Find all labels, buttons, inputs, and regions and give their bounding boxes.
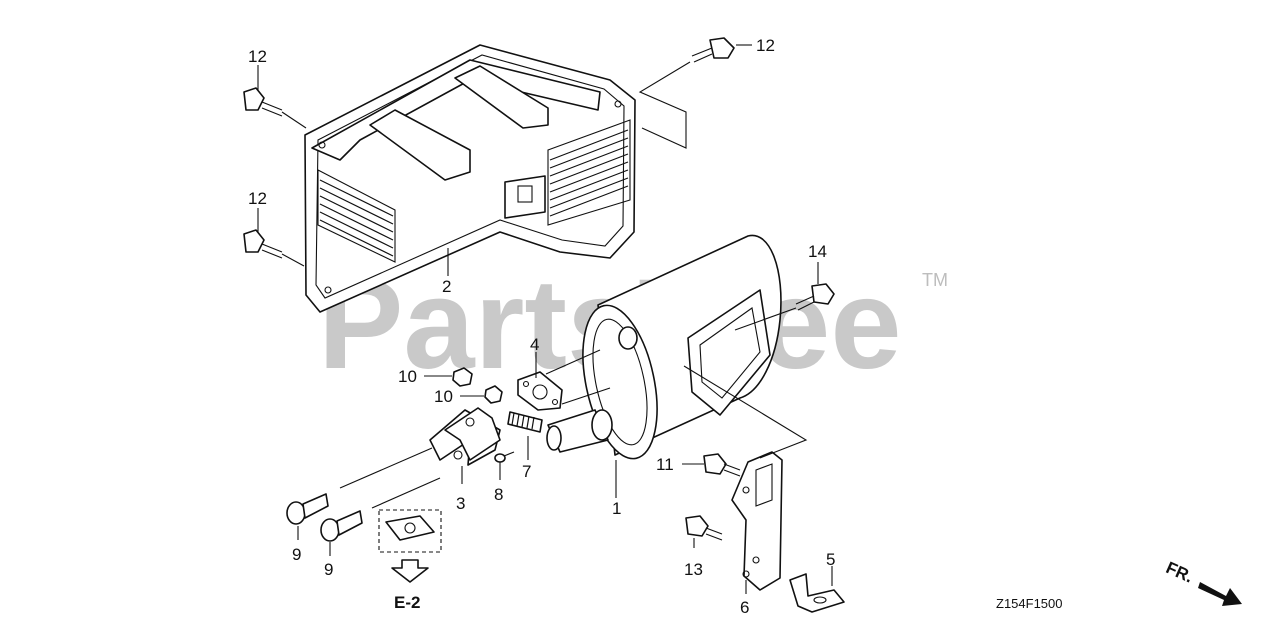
- callout-9-right: 9: [324, 560, 333, 579]
- screw-8[interactable]: [494, 451, 515, 463]
- watermark-trademark: TM: [922, 270, 948, 290]
- bolt-11[interactable]: [703, 453, 741, 477]
- reference-arrow: [391, 559, 429, 583]
- nut-10-upper[interactable]: [452, 367, 473, 387]
- callout-9-left: 9: [292, 545, 301, 564]
- callout-12-top-left: 12: [248, 47, 267, 66]
- callout-14: 14: [808, 242, 827, 261]
- callout-11: 11: [656, 455, 674, 474]
- callout-12-left: 12: [248, 189, 267, 208]
- callout-labels: 1 2 3 4 5 6 7 8 9 9 10 10 11 12 12 12 13…: [248, 36, 835, 617]
- stud-bolt[interactable]: [507, 411, 543, 433]
- bolt-14[interactable]: [795, 283, 835, 311]
- bolt-12-top-right[interactable]: [691, 37, 735, 63]
- callout-13: 13: [684, 560, 703, 579]
- exhaust-gasket[interactable]: [517, 371, 563, 411]
- bolt-13[interactable]: [685, 515, 723, 541]
- callout-12-top-right: 12: [756, 36, 775, 55]
- bolt-12-top-left[interactable]: [243, 87, 283, 117]
- callout-6: 6: [740, 598, 749, 617]
- front-direction-arrow: [1198, 582, 1242, 606]
- muffler-stay-bracket[interactable]: [731, 451, 783, 591]
- bolt-9-right[interactable]: [320, 510, 363, 542]
- callout-3: 3: [456, 494, 465, 513]
- diagram-code: Z154F1500: [996, 596, 1063, 611]
- callout-10-lower: 10: [434, 387, 453, 406]
- callout-2: 2: [442, 277, 451, 296]
- reference-label: E-2: [394, 593, 420, 612]
- exhaust-pipe-joint[interactable]: [429, 407, 501, 466]
- callout-10-upper: 10: [398, 367, 417, 386]
- bolt-9-left[interactable]: [286, 493, 329, 525]
- muffler-body[interactable]: [546, 234, 782, 465]
- callout-8: 8: [494, 485, 503, 504]
- muffler-protector-cover[interactable]: [304, 44, 636, 313]
- bolt-12-left[interactable]: [243, 229, 283, 259]
- callout-4: 4: [530, 335, 539, 354]
- nut-10-lower[interactable]: [484, 385, 503, 404]
- callout-7: 7: [522, 462, 531, 481]
- callout-1: 1: [612, 499, 621, 518]
- small-bracket[interactable]: [789, 573, 845, 613]
- direction-label: FR.: [1163, 558, 1196, 586]
- callout-5: 5: [826, 550, 835, 569]
- leader-lines: [257, 44, 833, 594]
- reference-gasket-box[interactable]: [378, 509, 442, 553]
